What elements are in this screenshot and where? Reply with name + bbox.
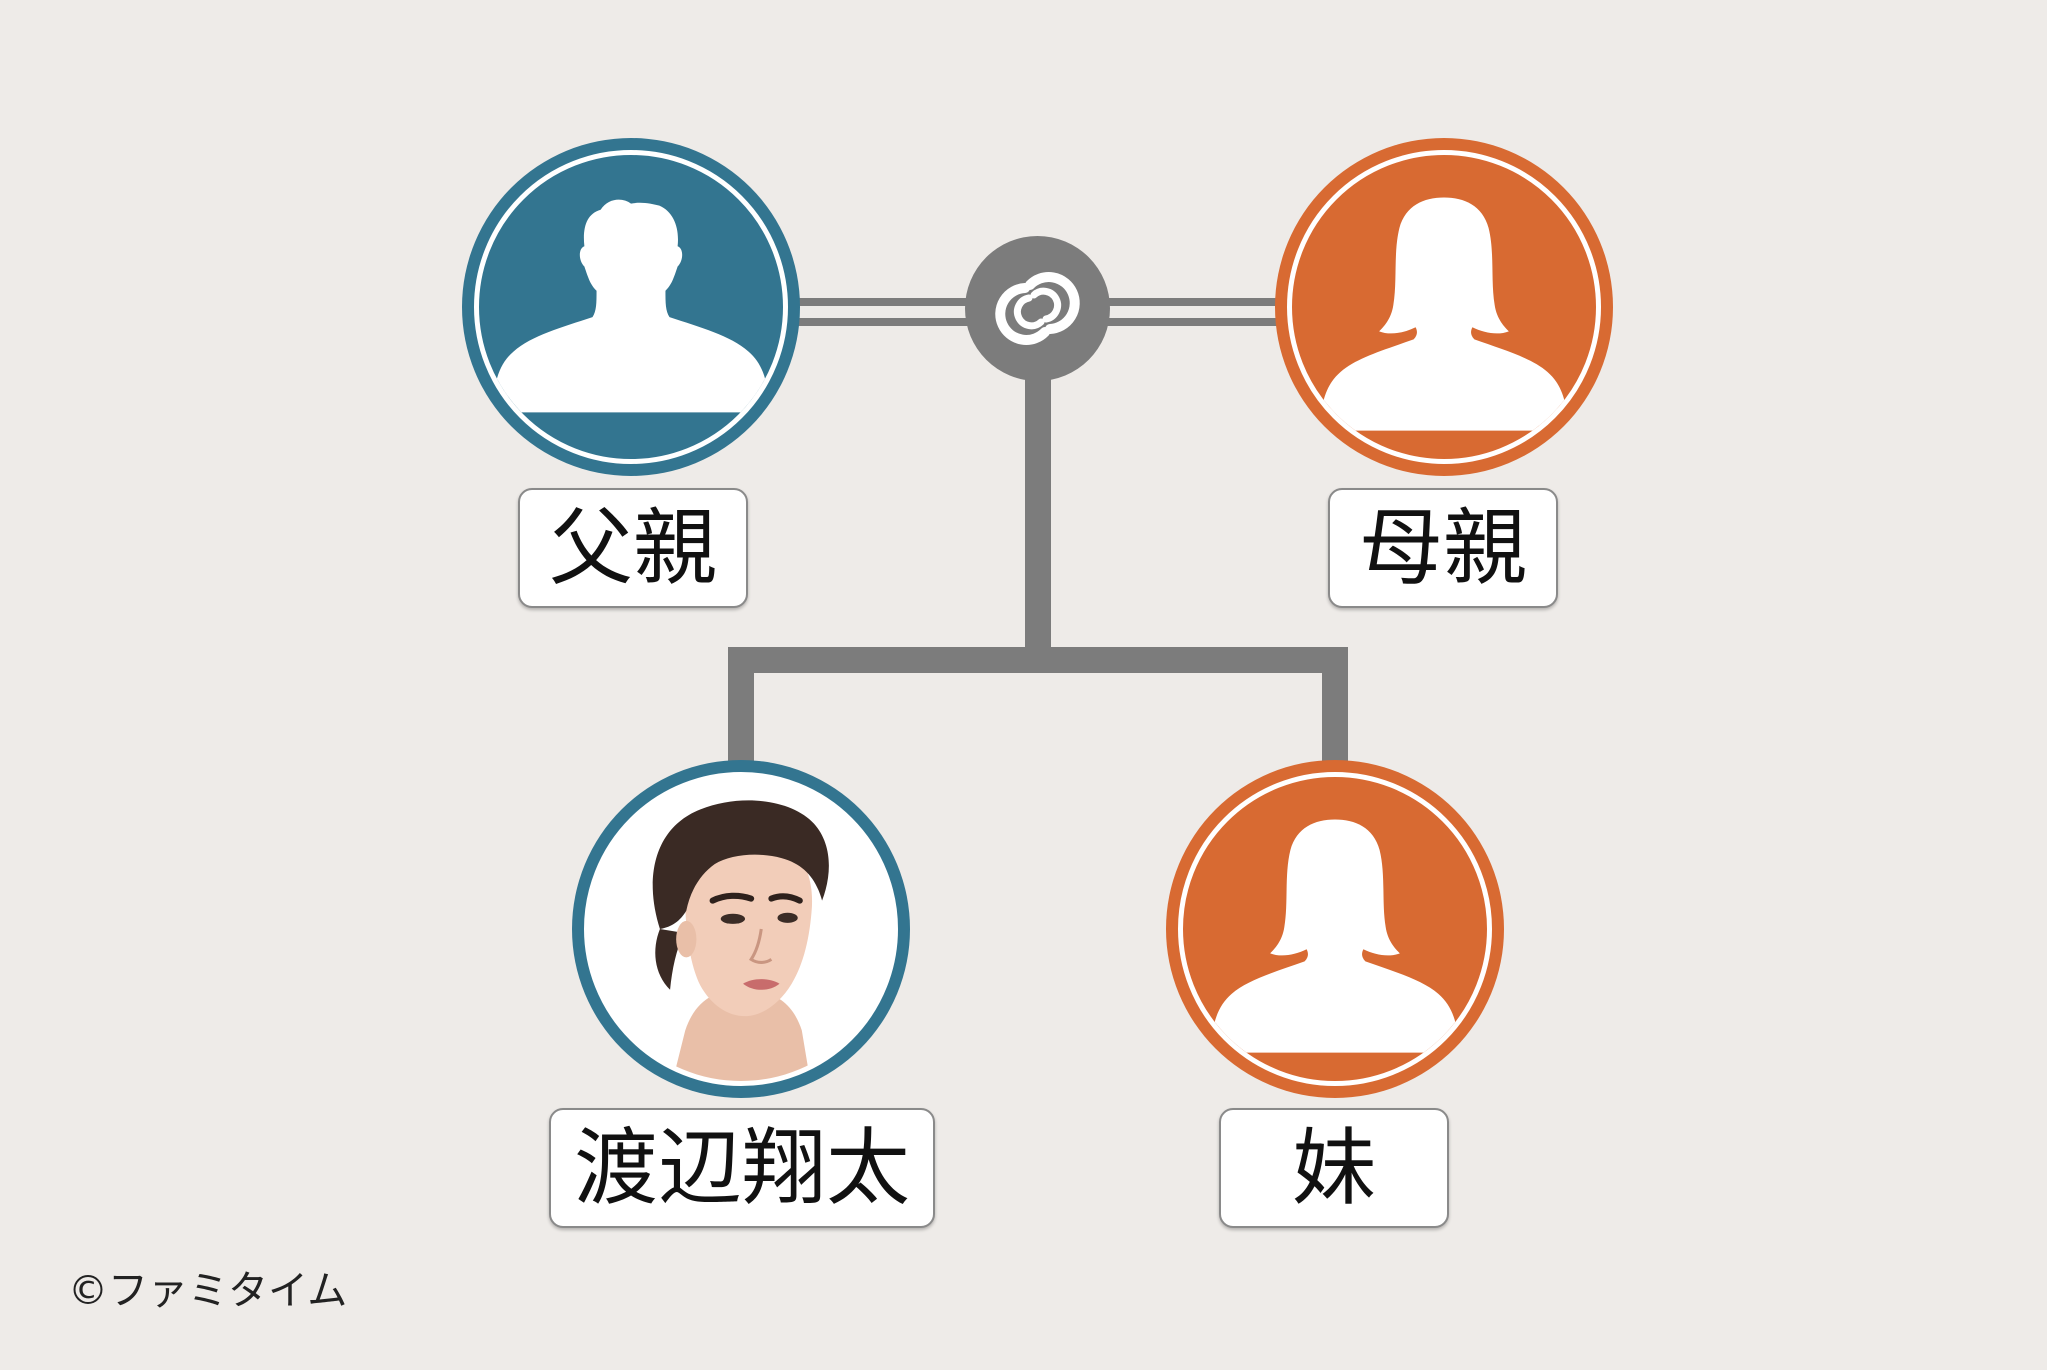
- avatar-sister[interactable]: [1166, 760, 1504, 1098]
- label-sister: 妹: [1219, 1108, 1449, 1228]
- avatar-father[interactable]: [462, 138, 800, 476]
- copyright-text: ©ファミタイム: [68, 1268, 348, 1314]
- avatar-mother[interactable]: [1275, 138, 1613, 476]
- marriage-rings-icon: [995, 272, 1080, 345]
- label-father: 父親: [518, 488, 748, 608]
- female-silhouette-icon: [1320, 197, 1568, 431]
- portrait-illustration: [652, 800, 829, 1081]
- marriage-hub: [965, 236, 1110, 381]
- label-self: 渡辺翔太: [549, 1108, 935, 1228]
- male-silhouette-icon: [493, 199, 769, 413]
- label-mother: 母親: [1328, 488, 1558, 608]
- female-silhouette-icon: [1211, 819, 1459, 1053]
- avatar-self[interactable]: [572, 760, 910, 1098]
